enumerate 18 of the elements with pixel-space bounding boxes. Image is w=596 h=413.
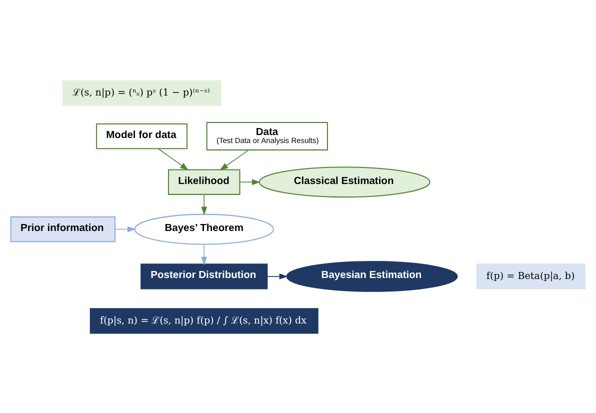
node-box: ℒ(s, n|p) = (ⁿₛ) pˢ (1 − p)⁽ⁿ⁻ˢ⁾ [62,80,222,106]
node-box: Posterior Distribution [140,263,268,289]
node-ellipse: Bayes’ Theorem [134,213,274,244]
arrow [158,148,189,170]
node-box: Model for data [96,122,188,149]
node-box: f(p|s, n) = ℒ(s, n|p) f(p) / ∫ ℒ(s, n|x) f(x) dx [90,308,318,334]
node-ellipse: Bayesian Estimation [286,260,458,292]
node-box: Data (Test Data or Analysis Results) [206,122,328,150]
arrow [220,149,249,170]
node-box: Prior information [10,216,116,242]
node-box: Likelihood [168,168,240,194]
arrow [239,178,260,185]
arrow [201,194,208,215]
arrow [114,226,136,232]
node-box: f(p) = Beta(p|a, b) [476,263,586,289]
arrow [201,244,208,265]
arrow [267,272,288,279]
node-ellipse: Classical Estimation [258,166,430,198]
